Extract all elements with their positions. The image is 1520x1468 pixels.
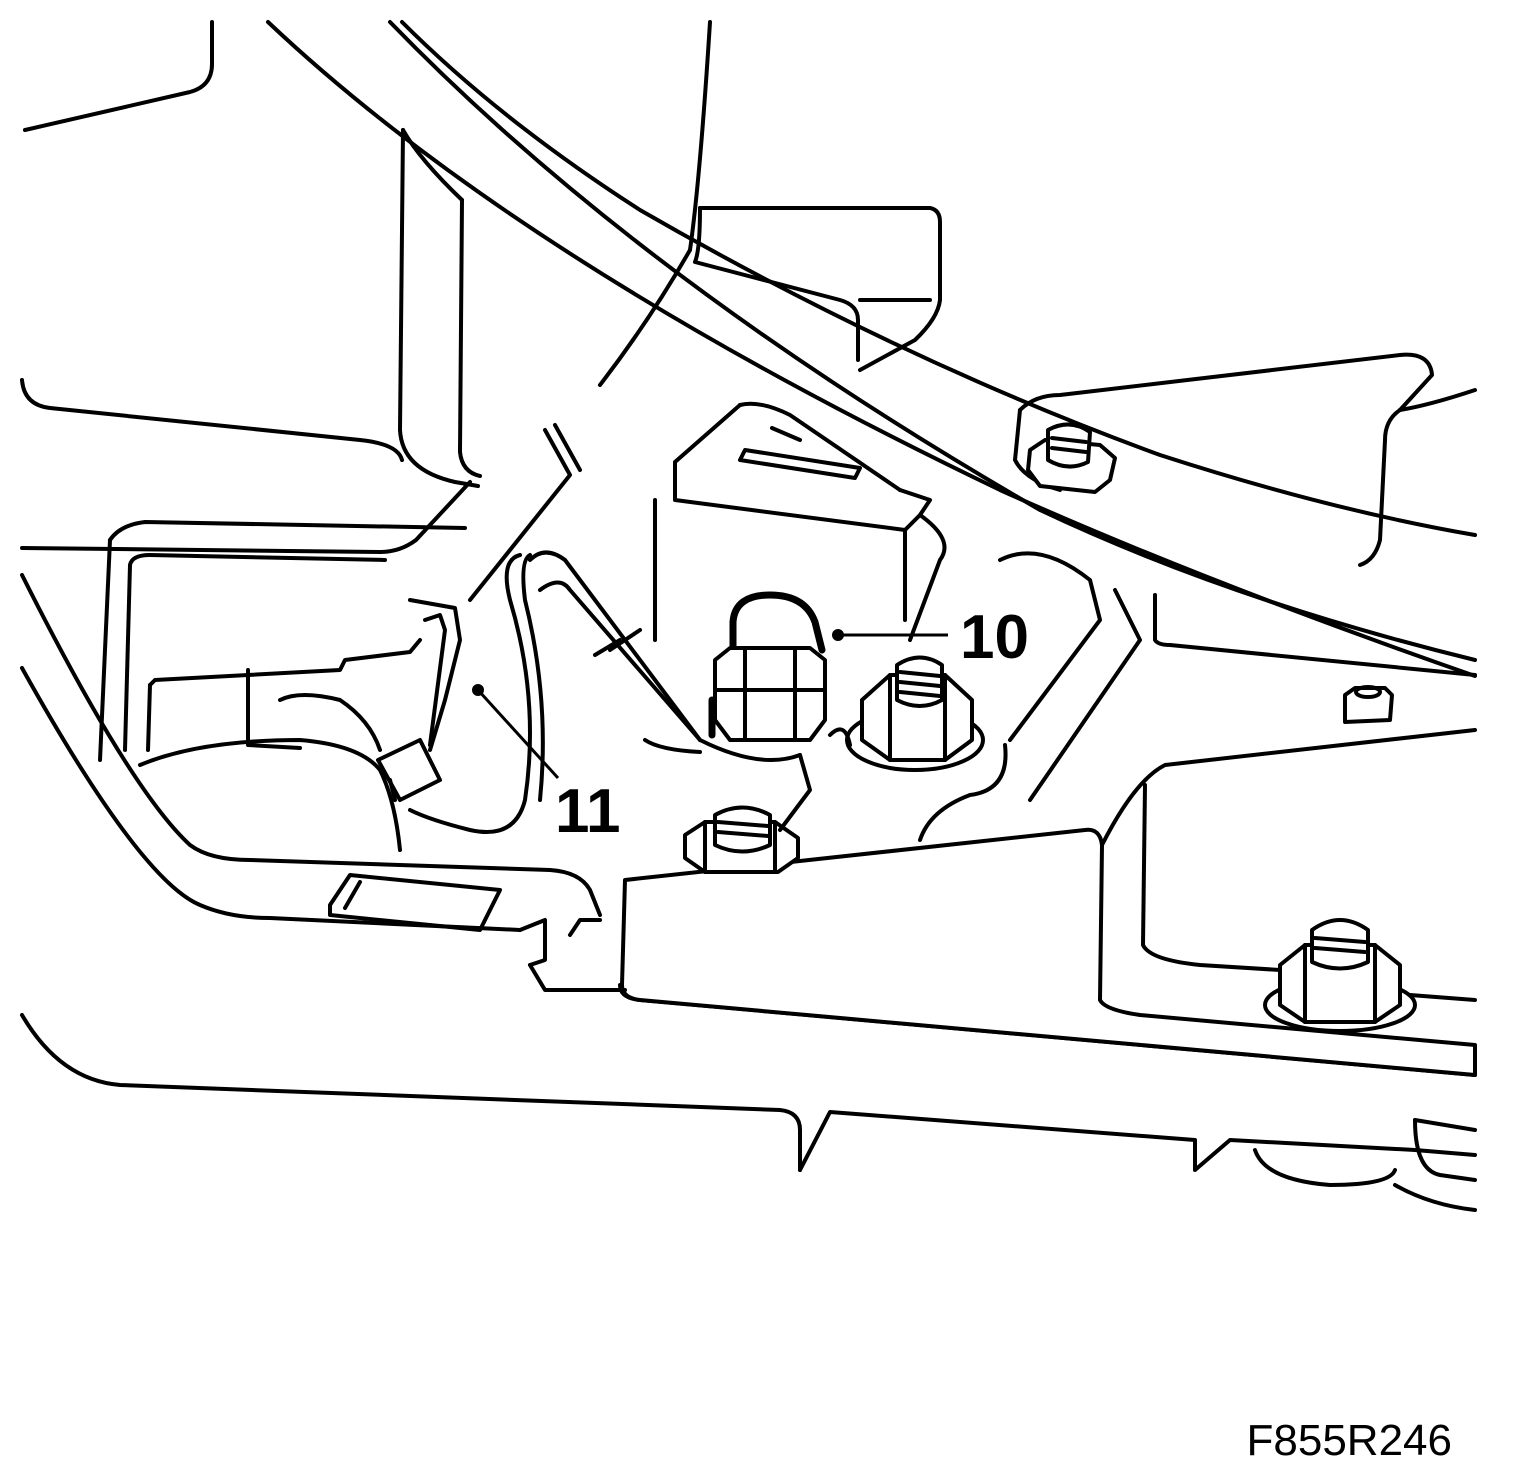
- top-box: [693, 206, 942, 372]
- hex-nut-center: [845, 655, 985, 772]
- right-bracket: [1013, 352, 1477, 677]
- hex-nut-lower-right: [1263, 918, 1417, 1033]
- small-stud: [1343, 685, 1394, 724]
- diagonal-rails: [266, 20, 1477, 678]
- callout-11-leader: [476, 688, 560, 780]
- callout-10-label: 10: [960, 603, 1029, 672]
- wire-loop: [408, 553, 545, 834]
- hex-nut-upper-right: [1026, 422, 1117, 494]
- plate-slot: [328, 873, 502, 932]
- callout-10: 10: [832, 603, 1029, 672]
- callout-11: 11: [472, 684, 621, 846]
- capped-bolt: [698, 591, 827, 762]
- left-connector-housing: [98, 520, 467, 852]
- front-panel: [620, 728, 1477, 1077]
- hex-nut-lower: [683, 805, 800, 874]
- vertical-column: [398, 20, 712, 488]
- clip: [518, 918, 627, 992]
- callout-11-label: 11: [555, 777, 621, 846]
- cable-harness: [468, 423, 702, 754]
- figure-code: F855R246: [1247, 1416, 1452, 1465]
- upper-left-housing: [20, 20, 472, 554]
- switch-module: [653, 401, 947, 642]
- center-bracket: [778, 551, 1142, 842]
